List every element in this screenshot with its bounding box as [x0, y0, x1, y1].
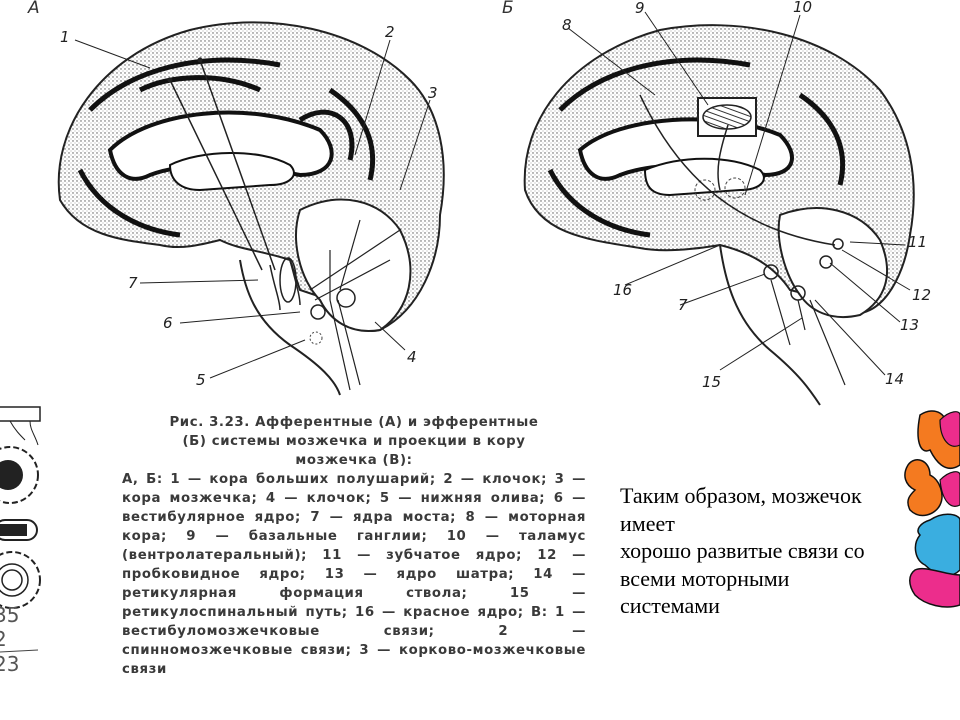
panel-letter-a: А [28, 0, 40, 18]
label-4: 4 [407, 348, 417, 366]
caption-title-line-2: (Б) системы мозжечка и проекции в кору [182, 434, 526, 449]
handwritten-number-3: 23 [0, 652, 20, 676]
caption-title-line-3: мозжечка (В): [295, 453, 413, 468]
panel-letter-b: Б [502, 0, 514, 18]
label-3: 3 [428, 84, 438, 102]
label-9: 9 [635, 0, 645, 17]
diagram-panel-b: Б 8 9 10 11 12 13 14 15 16 7 [480, 0, 960, 410]
summary-line-5: системами [620, 593, 720, 618]
label-1: 1 [60, 28, 70, 46]
label-6: 6 [163, 314, 173, 332]
gears-decoration: 35 2 23 [0, 405, 45, 685]
summary-line-2: имеет [620, 510, 675, 536]
gears-icon [0, 406, 41, 653]
caption-legend: А, Б: 1 — кора больших полушарий; 2 — кл… [122, 472, 586, 677]
summary-line-3: хорошо развитые связи со [620, 538, 865, 563]
handwritten-number-2: 2 [0, 627, 7, 651]
caption-title-line-1: Рис. 3.23. Афферентные (А) и эфферентные [169, 415, 539, 430]
label-2: 2 [385, 23, 395, 41]
label-15: 15 [702, 373, 722, 391]
summary-text: Таким образом, мозжечок имеет хорошо раз… [620, 482, 920, 620]
brain-sagittal-illustration-a [57, 21, 445, 396]
handwritten-number-1: 35 [0, 603, 20, 627]
summary-line-4: всеми моторными [620, 565, 790, 591]
label-13: 13 [900, 316, 920, 334]
label-7: 7 [128, 274, 138, 292]
label-10: 10 [793, 0, 813, 16]
diagram-panel-a: А 1 2 3 4 5 6 7 [0, 0, 470, 400]
brain-squiggle-icon [904, 410, 960, 608]
label-5: 5 [196, 371, 206, 389]
colorful-squiggle-decoration [900, 405, 960, 610]
label-8: 8 [562, 16, 572, 34]
figure-caption: Рис. 3.23. Афферентные (А) и эфферентные… [122, 413, 586, 679]
label-14: 14 [885, 370, 905, 388]
summary-line-1: Таким образом, мозжечок [620, 483, 862, 508]
brain-sagittal-illustration-b [523, 11, 915, 406]
label-11: 11 [908, 233, 928, 251]
label-7b: 7 [678, 296, 688, 314]
label-12: 12 [912, 286, 932, 304]
label-16: 16 [613, 281, 633, 299]
